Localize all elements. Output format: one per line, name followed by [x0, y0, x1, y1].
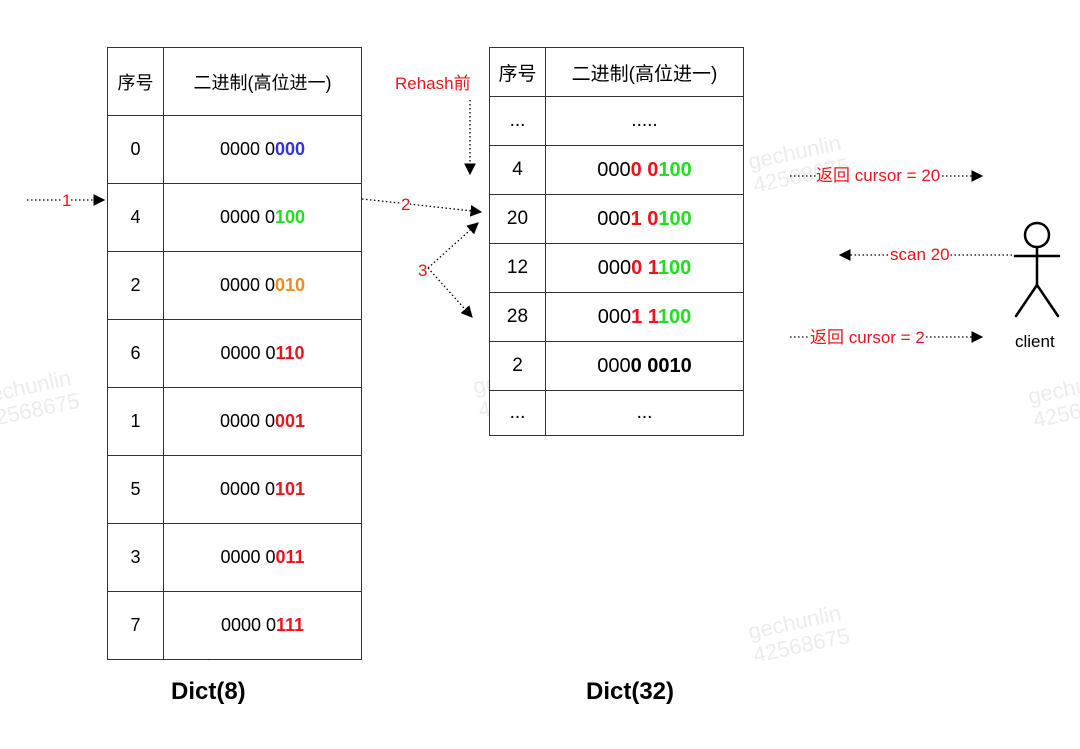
- table-row: 5 0000 0101: [107, 455, 362, 524]
- row-binary: 0000 0110: [163, 319, 362, 388]
- row-binary: 0000 0111: [163, 591, 362, 660]
- table-row: 7 0000 0111: [107, 591, 362, 660]
- binary-part: 100: [658, 158, 692, 181]
- rehash-before-label: Rehash前: [395, 74, 471, 93]
- binary-part: 100: [657, 305, 692, 328]
- binary-tail: 011: [275, 547, 305, 567]
- row-binary: 0000 0010: [545, 341, 744, 391]
- table-row: 3 0000 0011: [107, 523, 362, 592]
- binary-part: 100: [657, 256, 692, 279]
- binary-part: 1 1: [631, 305, 658, 328]
- binary-part: 100: [658, 207, 692, 230]
- binary-part: 000: [597, 256, 632, 279]
- binary-prefix: 0000 0: [220, 547, 276, 567]
- row-index: 20: [489, 194, 546, 244]
- row-binary: ...: [545, 390, 744, 436]
- binary-tail: 010: [275, 275, 306, 295]
- binary-prefix: 0000 0: [220, 343, 276, 363]
- row-index: 0: [107, 115, 164, 184]
- binary-part: 000: [597, 354, 631, 377]
- index-header: 序号: [107, 47, 164, 116]
- dict32-caption: Dict(32): [586, 678, 675, 705]
- step2-arrow: [361, 198, 483, 217]
- client-figure: [1013, 221, 1061, 318]
- binary-part: 000: [597, 305, 632, 328]
- dict32-table: 序号 二进制(高位进一) ... ..... 4 0000 0100 20 00…: [489, 47, 744, 436]
- table-row: 2 0000 0010: [107, 251, 362, 320]
- binary-prefix: 0000 0: [219, 207, 275, 227]
- table-row: 2 0000 0010: [489, 341, 744, 391]
- client-leg-left: [1014, 283, 1039, 318]
- step2-label: 2: [401, 195, 411, 214]
- table-row: ... ...: [489, 390, 744, 436]
- table-row: 4 0000 0100: [107, 183, 362, 252]
- table-row: 6 0000 0110: [107, 319, 362, 388]
- binary-prefix: 0000 0: [219, 411, 275, 431]
- client-leg-right: [1035, 283, 1060, 318]
- table-row: 1 0000 0001: [107, 387, 362, 456]
- binary-part: 0 0010: [630, 354, 692, 377]
- row-index: 2: [489, 341, 546, 391]
- client-label: client: [1015, 332, 1055, 351]
- row-binary: 0000 1100: [545, 243, 744, 293]
- index-header: 序号: [489, 47, 546, 97]
- binary-prefix: 0000 0: [219, 139, 275, 159]
- row-binary: 0000 0000: [163, 115, 362, 184]
- step1-label: 1: [62, 191, 72, 210]
- row-index: 7: [107, 591, 164, 660]
- scan-20-label: scan 20: [890, 245, 950, 264]
- binary-tail: 101: [275, 479, 306, 499]
- binary-tail: 111: [276, 615, 305, 635]
- row-binary: 0000 0100: [545, 145, 744, 195]
- step3-label: 3: [418, 261, 428, 280]
- binary-part: 0 0: [630, 158, 659, 181]
- dict8-caption: Dict(8): [171, 678, 246, 705]
- binary-part: 1 0: [630, 207, 659, 230]
- row-index: 5: [107, 455, 164, 524]
- binary-part: 000: [597, 207, 631, 230]
- return-cursor-2-label: 返回 cursor = 2: [810, 328, 925, 347]
- dict8-table: 序号 二进制(高位进一) 0 0000 0000 4 0000 0100 2 0…: [107, 47, 362, 660]
- row-index: 4: [107, 183, 164, 252]
- client-head: [1023, 221, 1051, 249]
- row-binary: 0000 0101: [163, 455, 362, 524]
- row-binary: .....: [545, 96, 744, 146]
- row-index: 3: [107, 523, 164, 592]
- row-binary: 0001 1100: [545, 292, 744, 342]
- binary-tail: 110: [275, 343, 305, 363]
- row-index: 4: [489, 145, 546, 195]
- step3-arrow-down: [427, 267, 473, 318]
- table-row: 4 0000 0100: [489, 145, 744, 195]
- table-header-row: 序号 二进制(高位进一): [107, 47, 362, 116]
- binary-tail: 000: [275, 139, 306, 159]
- binary-part: 0 1: [631, 256, 658, 279]
- binary-prefix: 0000 0: [219, 275, 275, 295]
- binary-part: 000: [597, 158, 631, 181]
- table-row: 28 0001 1100: [489, 292, 744, 342]
- table-row: 0 0000 0000: [107, 115, 362, 184]
- row-binary: 0000 0100: [163, 183, 362, 252]
- table-row: ... .....: [489, 96, 744, 146]
- binary-prefix: 0000 0: [220, 615, 276, 635]
- binary-tail: 100: [275, 207, 306, 227]
- return-cursor-20-label: 返回 cursor = 20: [816, 166, 941, 185]
- step3-arrow-up: [427, 222, 479, 269]
- binary-tail: 001: [275, 411, 306, 431]
- row-binary: 0000 0010: [163, 251, 362, 320]
- row-binary: 0000 0011: [163, 523, 362, 592]
- binary-header: 二进制(高位进一): [163, 47, 362, 116]
- row-index: 6: [107, 319, 164, 388]
- row-binary: 0000 0001: [163, 387, 362, 456]
- binary-prefix: 0000 0: [219, 479, 275, 499]
